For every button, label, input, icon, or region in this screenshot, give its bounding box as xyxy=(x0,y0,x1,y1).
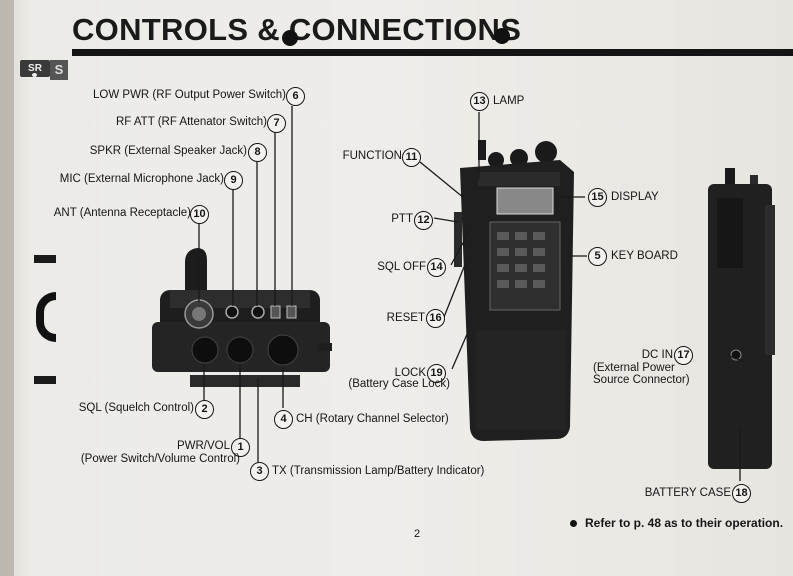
callout-number: 17 xyxy=(674,346,693,365)
label-pwr-vol-sub: (Power Switch/Volume Control) xyxy=(80,453,240,465)
callout-number: 8 xyxy=(248,143,267,162)
label-sql: SQL (Squelch Control) xyxy=(78,402,194,414)
callout-number: 10 xyxy=(190,205,209,224)
callout-number: 14 xyxy=(427,258,446,277)
section-tab: S xyxy=(50,60,68,80)
callout-number: 2 xyxy=(195,400,214,419)
label-display: DISPLAY xyxy=(611,191,659,203)
label-spkr: SPKR (External Speaker Jack) xyxy=(89,145,247,157)
binder-hole xyxy=(282,30,298,46)
top-panel-drawing xyxy=(152,248,332,387)
brand-logo: SR xyxy=(20,60,50,77)
index-tab-glyph xyxy=(36,292,56,342)
side-view-drawing xyxy=(708,168,775,469)
callout-number: 12 xyxy=(414,211,433,230)
callout-number: 15 xyxy=(588,188,607,207)
callout-number: 4 xyxy=(274,410,293,429)
label-lock: LOCK xyxy=(394,367,426,379)
callout-number: 5 xyxy=(588,247,607,266)
reference-note: Refer to p. 48 as to their operation. xyxy=(570,516,783,530)
index-tab-bar xyxy=(34,255,56,263)
label-ptt: PTT xyxy=(391,213,413,225)
callout-number: 19 xyxy=(427,364,446,383)
label-rf-att: RF ATT (RF Attenator Switch) xyxy=(115,116,267,128)
callout-number: 3 xyxy=(250,462,269,481)
label-dc-in-sub2: Source Connector) xyxy=(593,374,690,386)
reference-note-text: Refer to p. 48 as to their operation. xyxy=(585,516,784,530)
label-ant: ANT (Antenna Receptacle) xyxy=(53,207,191,219)
callout-number: 11 xyxy=(402,148,421,167)
callout-number: 16 xyxy=(426,309,445,328)
label-ch: CH (Rotary Channel Selector) xyxy=(296,413,449,425)
label-reset: RESET xyxy=(386,312,425,324)
callout-number: 13 xyxy=(470,92,489,111)
label-key-board: KEY BOARD xyxy=(611,250,678,262)
index-tab-bar xyxy=(34,376,56,384)
label-pwr-vol: PWR/VOL xyxy=(176,440,230,452)
leader-lines xyxy=(198,106,746,481)
label-battery-case: BATTERY CASE xyxy=(644,487,731,499)
callout-number: 6 xyxy=(286,87,305,106)
callout-number: 7 xyxy=(267,114,286,133)
page-edge-shadow xyxy=(0,0,14,576)
label-mic: MIC (External Microphone Jack) xyxy=(59,173,224,185)
callout-number: 18 xyxy=(732,484,751,503)
label-function: FUNCTION xyxy=(342,150,402,162)
title-rule xyxy=(72,49,793,56)
page-number: 2 xyxy=(414,528,421,540)
label-dc-in-sub1: (External Power xyxy=(593,362,675,374)
bullet-icon xyxy=(570,520,577,528)
label-lamp: LAMP xyxy=(493,95,525,107)
label-sql-off: SQL OFF xyxy=(377,261,426,273)
front-view-drawing xyxy=(454,140,574,441)
label-lock-sub: (Battery Case Lock) xyxy=(348,378,450,390)
callout-number: 1 xyxy=(231,438,250,457)
label-tx: TX (Transmission Lamp/Battery Indicator) xyxy=(272,465,485,477)
callout-number: 9 xyxy=(224,171,243,190)
label-dc-in: DC IN xyxy=(641,349,673,361)
label-low-pwr: LOW PWR (RF Output Power Switch) xyxy=(93,89,286,101)
binder-hole xyxy=(494,28,510,44)
